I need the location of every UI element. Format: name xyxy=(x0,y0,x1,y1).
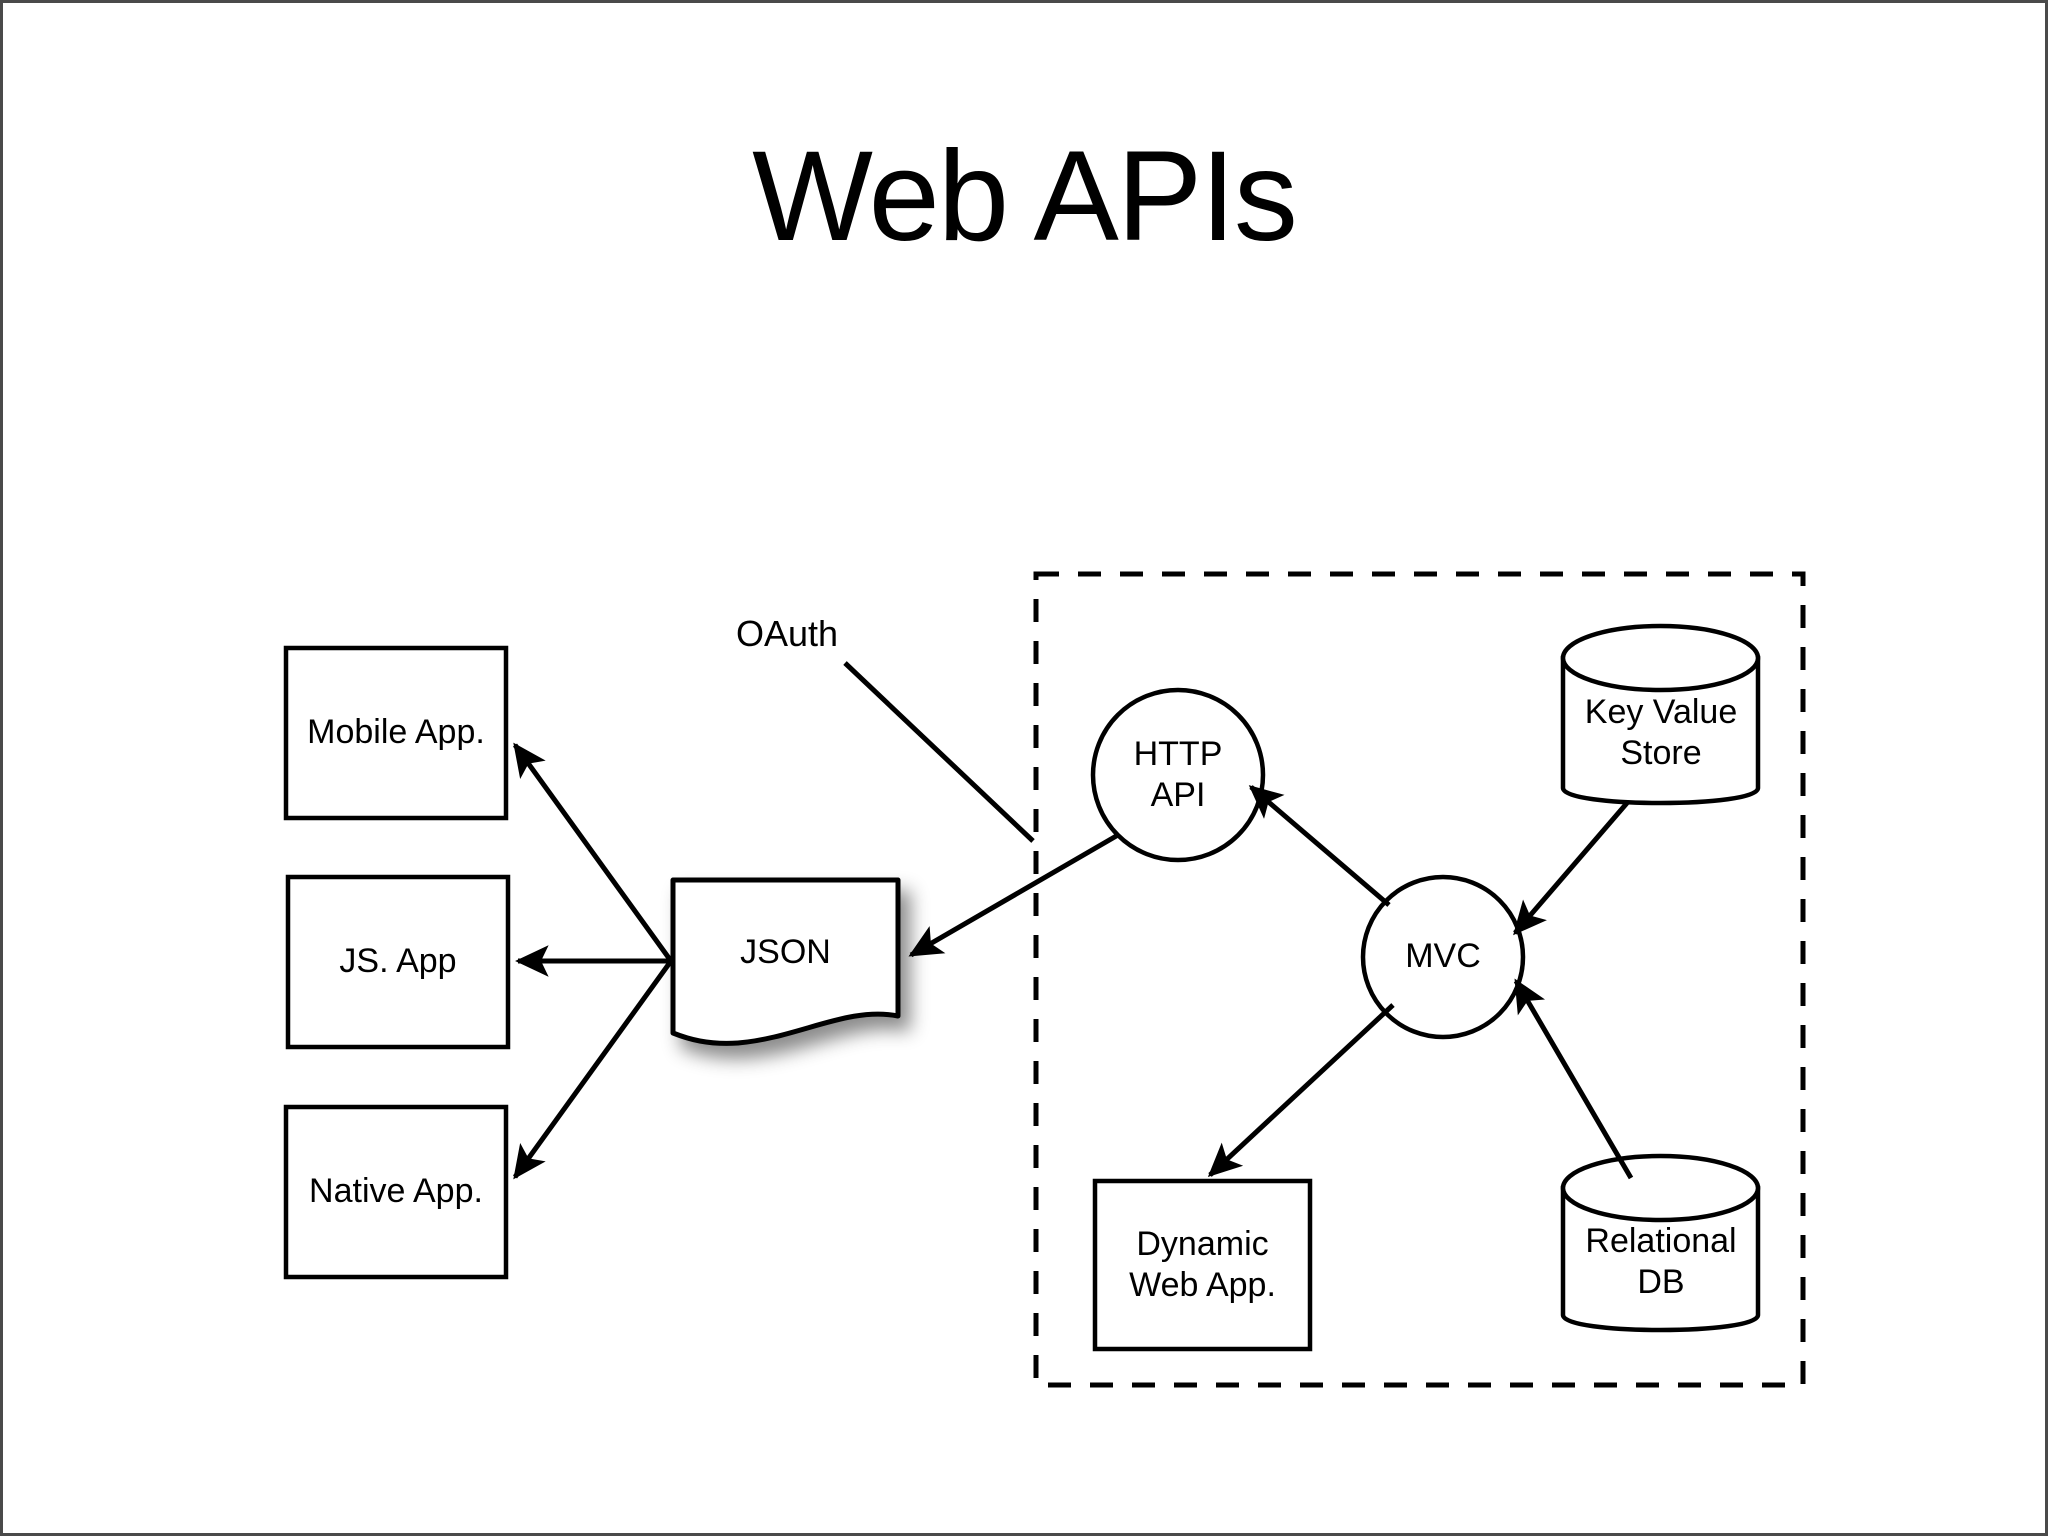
oauth-leader-line xyxy=(843,661,1035,843)
edge-json-to-native-app xyxy=(512,959,674,1180)
oauth-label: OAuth xyxy=(736,613,839,654)
edge-relational-db-to-mvc xyxy=(1513,978,1634,1180)
edge-key-value-store-to-mvc xyxy=(1513,801,1629,936)
edge-json-to-mobile-app xyxy=(512,742,674,963)
dynamic-web-app-label: Dynamic Web App. xyxy=(1129,1224,1276,1304)
native-app-node[interactable] xyxy=(286,1107,506,1277)
edge-http-api-to-json xyxy=(908,832,1120,958)
native-app-label: Native App. xyxy=(309,1172,483,1211)
mobile-app-node[interactable] xyxy=(286,648,506,818)
relational-db-node[interactable] xyxy=(1563,1156,1759,1336)
dynamic-web-app-node[interactable] xyxy=(1095,1181,1310,1349)
mvc-label: MVC xyxy=(1405,937,1481,976)
relational-db-label: Relational DB xyxy=(1585,1221,1737,1301)
http-api-label: HTTP API xyxy=(1133,734,1223,814)
mobile-app-label: Mobile App. xyxy=(307,713,485,752)
http-api-node[interactable] xyxy=(1093,690,1263,860)
js-app-node[interactable] xyxy=(288,877,508,1047)
json-label: JSON xyxy=(740,932,831,971)
key-value-store-node[interactable] xyxy=(1563,626,1759,808)
page-title: Web APIs xyxy=(752,125,1298,268)
js-app-label: JS. App xyxy=(339,942,457,981)
json-node[interactable] xyxy=(673,880,898,1045)
mvc-node[interactable] xyxy=(1363,877,1523,1037)
key-value-store-label: Key Value Store xyxy=(1584,692,1738,772)
